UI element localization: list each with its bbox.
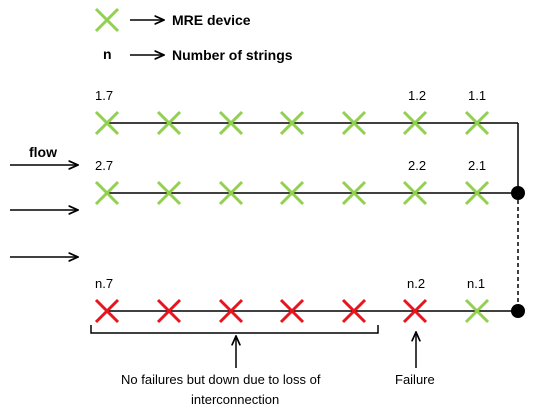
mre-device-failed-icon <box>341 298 367 324</box>
mre-device-ok-icon <box>156 180 182 206</box>
string-n: n.7 n.2 n.1 <box>94 276 518 324</box>
down-annotation-line1: No failures but down due to loss of <box>121 372 321 387</box>
mre-device-ok-icon <box>464 180 490 206</box>
mre-device-ok-icon <box>464 298 490 324</box>
strings: 1.7 1.2 1.1 2.7 2.2 2.1 n.7 n.2 n.1 <box>94 88 518 324</box>
mre-device-ok-icon <box>156 110 182 136</box>
annotations: No failures but down due to loss of inte… <box>90 325 435 407</box>
string-label-mid: 1.2 <box>408 88 426 103</box>
string-label-mid: 2.2 <box>408 158 426 173</box>
mre-device-ok-icon <box>94 180 120 206</box>
mre-device-ok-icon <box>279 180 305 206</box>
mre-device-ok-icon <box>464 110 490 136</box>
collector <box>511 123 525 318</box>
string-2: 2.7 2.2 2.1 <box>94 158 518 206</box>
mre-device-ok-icon <box>402 110 428 136</box>
junction-node <box>511 186 525 200</box>
mre-device-failed-icon <box>94 298 120 324</box>
mre-device-ok-icon <box>341 180 367 206</box>
string-label-end: 2.1 <box>468 158 486 173</box>
mre-device-ok-icon <box>341 110 367 136</box>
legend-strings-label: Number of strings <box>172 47 293 63</box>
string-label-start: n.7 <box>95 276 113 291</box>
legend-n-symbol: n <box>103 46 112 62</box>
mre-device-ok-icon <box>218 110 244 136</box>
legend-device-icon <box>94 7 120 33</box>
string-label-mid: n.2 <box>407 276 425 291</box>
down-devices-bracket <box>90 325 379 334</box>
flow-indicator: flow <box>10 144 78 257</box>
string-label-end: 1.1 <box>468 88 486 103</box>
failure-annotation: Failure <box>395 372 435 387</box>
string-label-start: 2.7 <box>95 158 113 173</box>
mre-device-ok-icon <box>218 180 244 206</box>
string-label-end: n.1 <box>467 276 485 291</box>
mre-device-failed-icon <box>279 298 305 324</box>
mre-device-failed-icon <box>218 298 244 324</box>
flow-label: flow <box>29 144 57 160</box>
junction-node <box>511 304 525 318</box>
mre-device-failed-icon <box>402 298 428 324</box>
legend-device-label: MRE device <box>172 12 251 28</box>
down-annotation-line2: interconnection <box>191 392 279 407</box>
string-label-start: 1.7 <box>95 88 113 103</box>
mre-device-failed-icon <box>156 298 182 324</box>
legend: MRE device n Number of strings <box>94 7 293 63</box>
string-1: 1.7 1.2 1.1 <box>94 88 518 136</box>
mre-device-ok-icon <box>94 110 120 136</box>
mre-device-ok-icon <box>279 110 305 136</box>
mre-device-ok-icon <box>402 180 428 206</box>
